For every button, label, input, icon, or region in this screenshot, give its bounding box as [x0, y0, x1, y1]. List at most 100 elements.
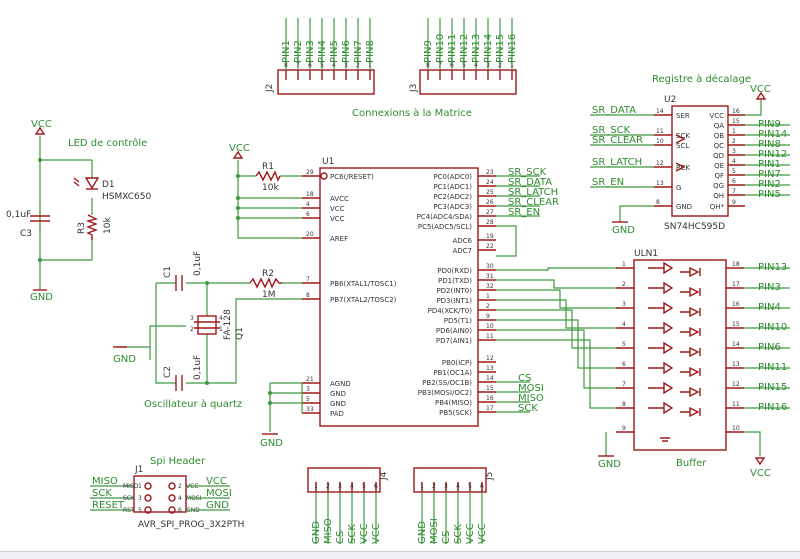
j5-num-1: 2 [432, 483, 436, 490]
u1-net-1: SR_DATA [508, 177, 552, 188]
u2-left-num-3: 12 [656, 160, 664, 167]
j1-left-net-0: MISO [92, 476, 118, 487]
u2-right-num-9: 9 [732, 199, 736, 206]
j3-num-2: 6 [450, 62, 454, 69]
u1-right-pin-8: PD0(RXD) [437, 267, 472, 275]
j2-num-5: 3 [344, 62, 348, 69]
u1-net-2: SR_LATCH [508, 187, 558, 198]
u1-right-num-15: 11 [486, 333, 494, 340]
j1-left-pin-0: MISO [123, 483, 139, 490]
u2-input-2: SR_CLEAR [592, 135, 643, 146]
gnd-label-led: GND [30, 292, 53, 303]
j2-net-7: PIN8 [365, 40, 376, 63]
u2-right-num-0: 16 [732, 108, 740, 115]
u1-right-num-8: 30 [486, 263, 494, 270]
connector-j2: J2 PIN18PIN27PIN36PIN45PIN54PIN63PIN72PI… [265, 18, 376, 95]
u1-left-num-1: 18 [306, 191, 314, 198]
j3-num-0: 8 [426, 62, 430, 69]
j3-num-1: 7 [438, 62, 442, 69]
j1-left-num-2: 5 [138, 507, 142, 514]
vcc-label-u2: VCC [750, 84, 771, 95]
uln-in-num-5: 6 [622, 361, 626, 368]
uln-out-num-4: 14 [732, 341, 740, 348]
u1-right-pin-13: PD5(T1) [444, 317, 473, 325]
u2-right-pin-5: QE [714, 162, 724, 170]
u2-output-7: PIN5 [758, 189, 781, 200]
u2-left-pin-5: GND [676, 203, 692, 211]
u2-right-num-4: 3 [732, 148, 736, 155]
j4-net-3: SCK [347, 524, 358, 544]
u1-right-num-12: 2 [486, 303, 490, 310]
u2-left-num-4: 13 [656, 180, 664, 187]
j5-net-5: VCC [477, 523, 488, 544]
gnd-label-osc: GND [113, 354, 136, 365]
j1-right-num-2: 6 [178, 507, 182, 514]
u1-left-num-4: 20 [306, 231, 314, 238]
j3-num-7: 1 [510, 62, 514, 69]
u1-right-pin-1: PC1(ADC1) [433, 183, 472, 191]
j4-num-4: 5 [362, 483, 366, 490]
u1-right-pin-7: ADC7 [452, 247, 472, 255]
u2-right-pin-1: QA [714, 122, 725, 130]
u1-right-pin-4: PC4(ADC4/SDA) [417, 213, 473, 221]
r1-name: R1 [262, 162, 274, 172]
j3-num-5: 3 [486, 62, 490, 69]
window-bottom-strip [0, 551, 800, 559]
u1-right-pin-14: PD6(AIN0) [436, 327, 472, 335]
j5-name: J5 [485, 472, 495, 481]
r2-value: 1M [262, 290, 276, 300]
u1-microcontroller: U1 PC6(/RESET)29AVCC18VCC4VCC6AREF20PB6(… [260, 157, 616, 449]
u1-right-num-13: 9 [486, 313, 490, 320]
u1-left-pin-9: GND [330, 400, 346, 408]
j5-num-3: 4 [456, 483, 460, 490]
u1-left-pin-10: PAD [330, 410, 344, 418]
uln-output-0: PIN13 [758, 262, 787, 273]
j3-net-3: PIN12 [459, 34, 470, 63]
u2-shift-register: U2 SN74HC595D SER14SCK11SCL10RCK12G13GND… [590, 84, 790, 236]
d1-value: HSMXC650 [102, 192, 151, 202]
u1-right-num-3: 26 [486, 199, 494, 206]
u1-right-pin-0: PC0(ADC0) [433, 173, 472, 181]
u1-right-num-6: 19 [486, 233, 494, 240]
u1-net-4: SR_EN [508, 207, 540, 218]
u1-spi-net-1: MOSI [518, 383, 544, 394]
u1-right-num-1: 24 [486, 179, 494, 186]
uln-output-6: PIN15 [758, 382, 787, 393]
uln-out-num-7: 11 [732, 401, 740, 408]
uln-output-3: PIN10 [758, 322, 787, 333]
j4-net-4: VCC [359, 523, 370, 544]
j2-num-0: 8 [284, 62, 288, 69]
u1-right-num-9: 31 [486, 273, 494, 280]
u1-right-num-17: 13 [486, 365, 494, 372]
j2-net-3: PIN4 [317, 40, 328, 63]
j2-net-0: PIN1 [281, 40, 292, 63]
gnd-label-u1: GND [260, 438, 283, 449]
u1-left-num-8: 3 [306, 386, 310, 393]
u2-name: U2 [664, 95, 676, 105]
u1-right-num-11: 1 [486, 293, 490, 300]
note-matrix: Connexions à la Matrice [352, 107, 472, 119]
j1-right-num-1: 4 [178, 495, 182, 502]
u2-left-num-5: 8 [656, 199, 660, 206]
u2-output-0: PIN9 [758, 119, 781, 130]
u2-left-pin-2: SCL [676, 142, 689, 150]
u2-right-pin-4: QD [713, 152, 724, 160]
u2-left-num-0: 14 [656, 108, 664, 115]
j5-net-1: MOSI [429, 518, 440, 544]
u1-left-num-6: 8 [306, 292, 310, 299]
u2-right-pin-3: QC [714, 142, 725, 150]
uln-out-num-2: 16 [732, 301, 740, 308]
connector-j3: J3 PIN98PIN107PIN116PIN125PIN134PIN143PI… [409, 18, 518, 95]
u2-left-num-1: 11 [656, 128, 664, 135]
j4-num-0: 1 [314, 483, 318, 490]
j2-name: J2 [265, 84, 275, 93]
u1-left-num-3: 6 [306, 211, 310, 218]
j1-value: AVR_SPI_PROG_3X2PTH [138, 520, 244, 530]
j5-num-0: 1 [420, 483, 424, 490]
reset-network: VCC R1 10k [229, 143, 302, 239]
u2-output-4: PIN1 [758, 159, 781, 170]
u1-left-pin-7: AGND [330, 380, 351, 388]
u2-input-4: SR_EN [592, 177, 624, 188]
